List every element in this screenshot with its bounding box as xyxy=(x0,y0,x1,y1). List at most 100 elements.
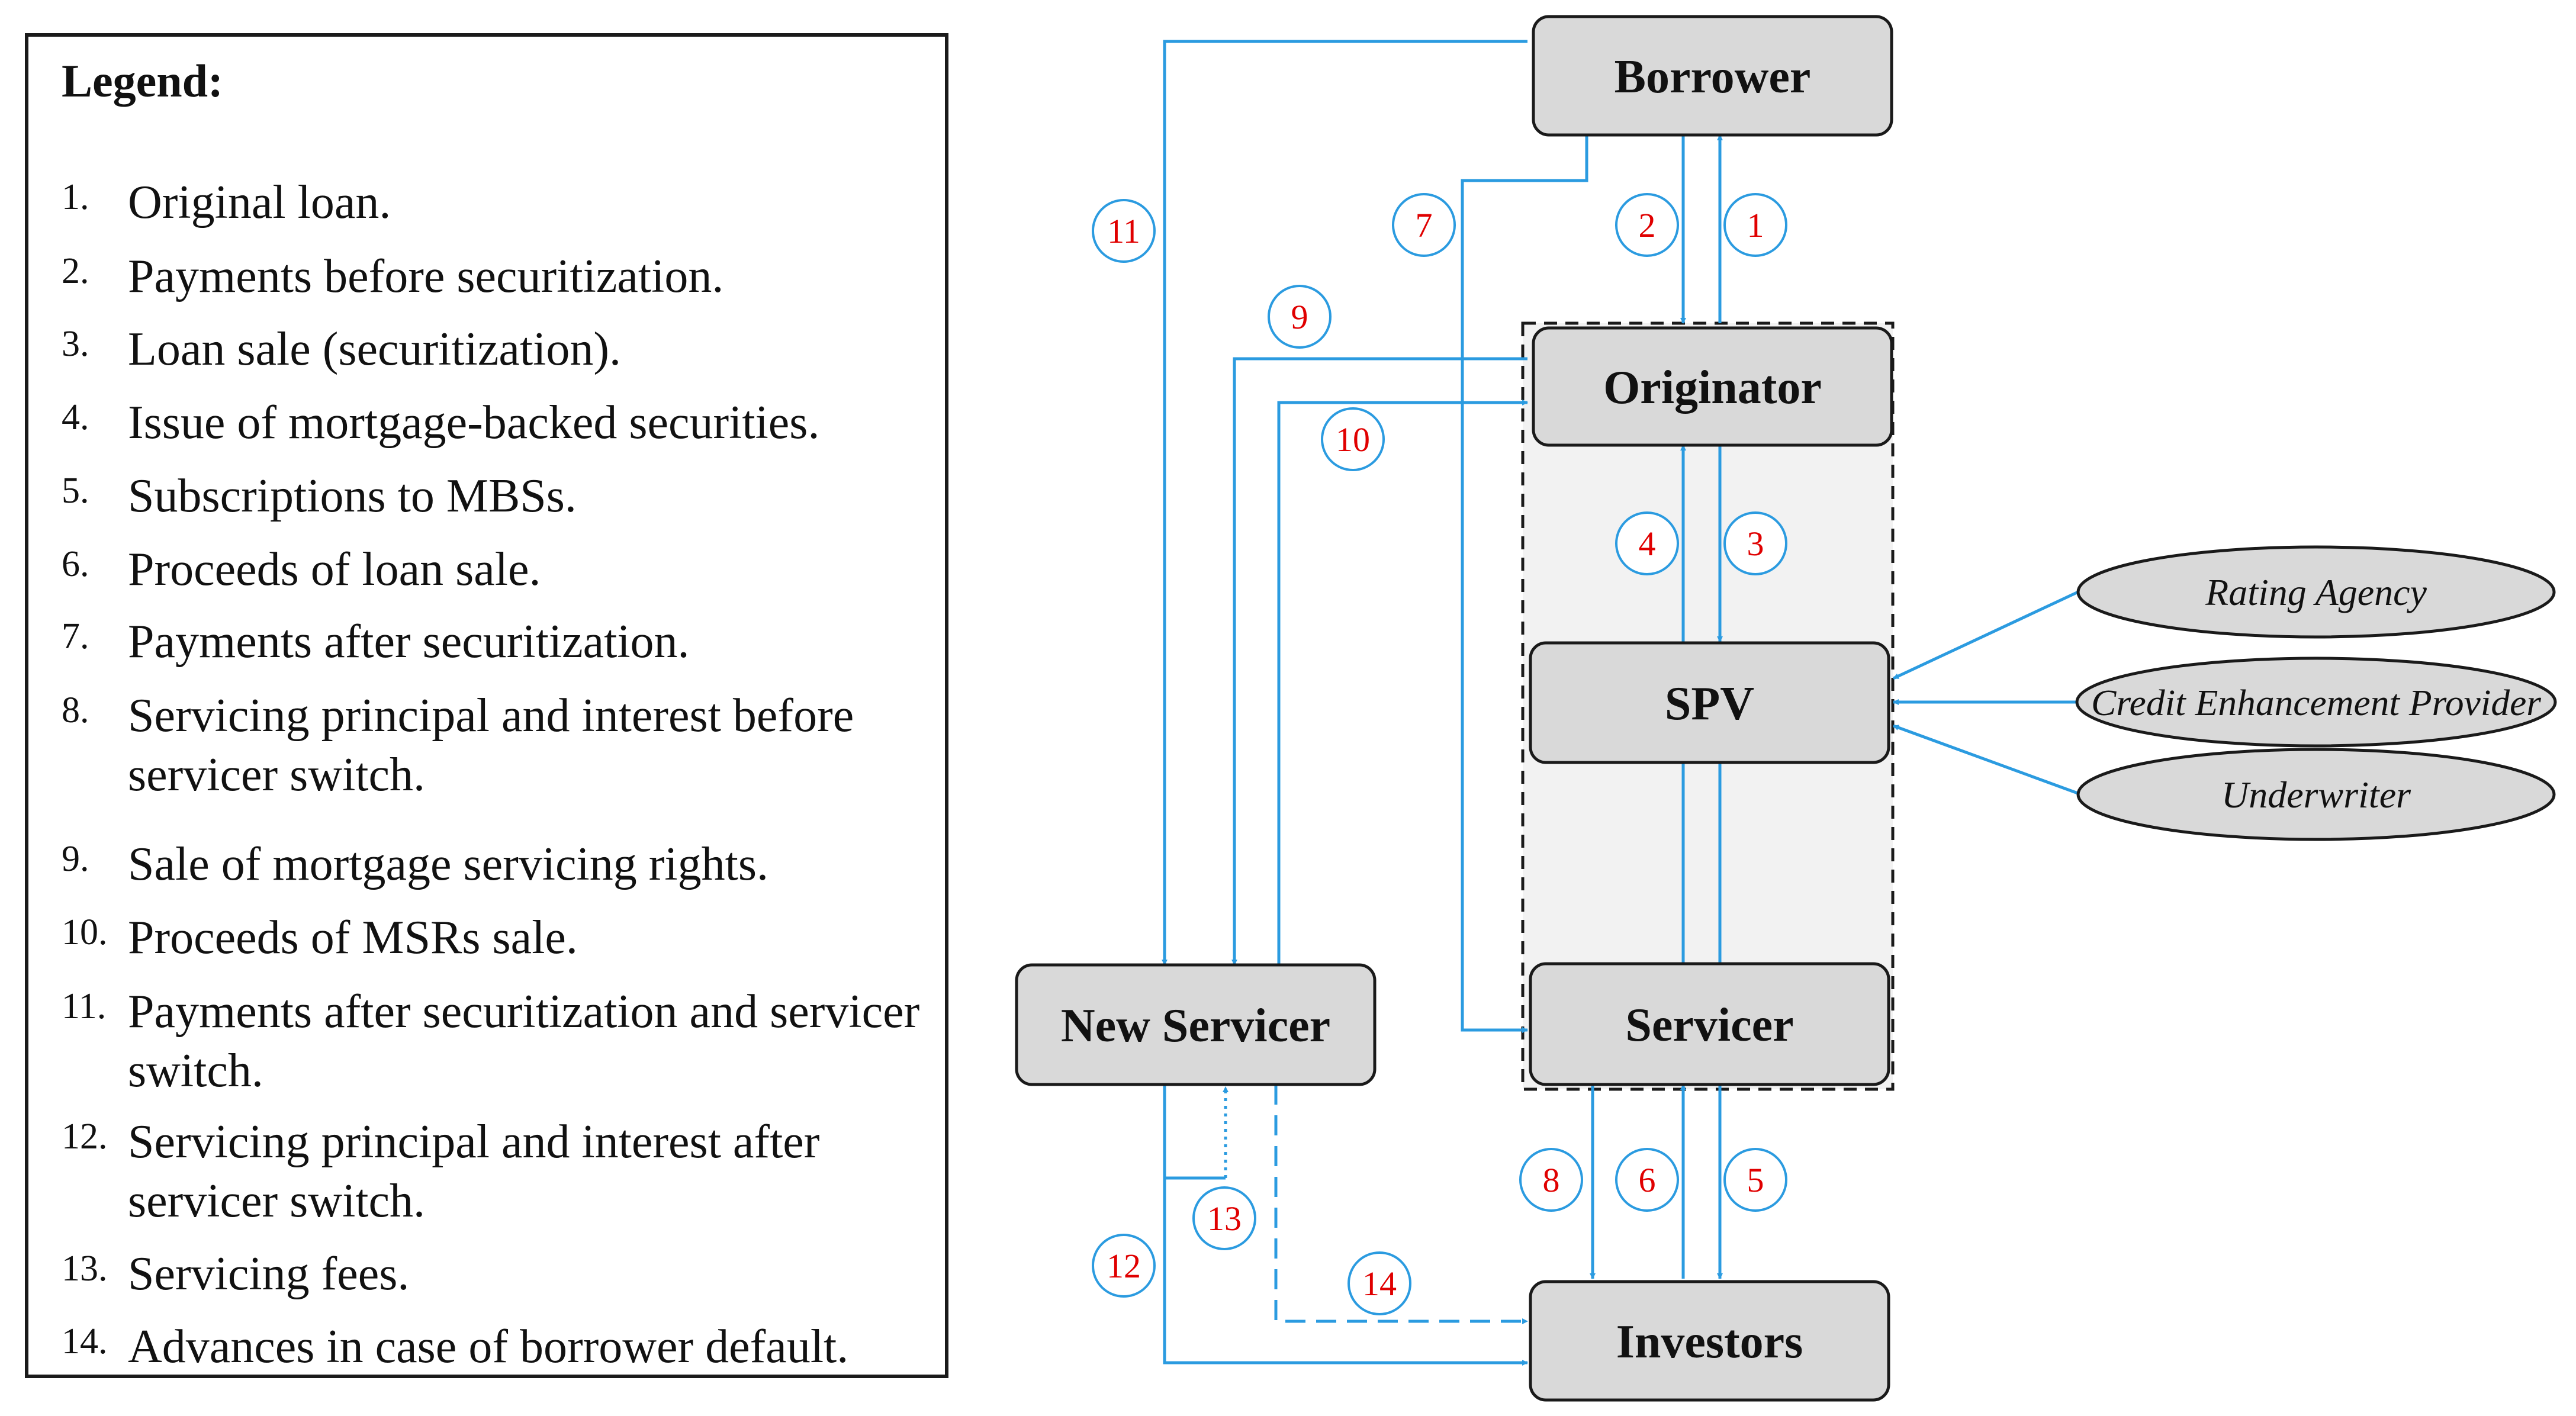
underwriter-node: Underwriter xyxy=(2076,748,2556,841)
spv-node: SPV xyxy=(1529,641,1890,764)
new-servicer-node: New Servicer xyxy=(1015,963,1377,1086)
legend-item-number: 11. xyxy=(62,986,107,1026)
flow-label-2: 2 xyxy=(1615,193,1679,257)
flow-label-1: 1 xyxy=(1723,193,1787,257)
flow-label-10: 10 xyxy=(1321,407,1385,471)
flow-label-number: 12 xyxy=(1107,1247,1141,1285)
legend-item-number: 5. xyxy=(62,471,89,511)
flow-label-number: 6 xyxy=(1639,1161,1656,1199)
legend-item-text: Advances in case of borrower default. xyxy=(128,1321,849,1373)
flow-label-circle xyxy=(1723,193,1787,257)
servicer-node-label: Servicer xyxy=(1625,999,1793,1051)
legend-item-text: Subscriptions to MBSs. xyxy=(128,470,577,522)
borrower-node-label: Borrower xyxy=(1615,51,1811,103)
legend-item-number: 2. xyxy=(62,251,89,291)
flow-label-5: 5 xyxy=(1723,1148,1787,1212)
rating-agency-node-label: Rating Agency xyxy=(2205,571,2427,613)
flow-label-circle xyxy=(1723,1148,1787,1212)
flow-label-8: 8 xyxy=(1519,1148,1583,1212)
spv-node-label: SPV xyxy=(1665,678,1754,730)
legend-item-text: Payments after securitization. xyxy=(128,616,690,668)
borrower-node: Borrower xyxy=(1532,15,1893,137)
new-servicer-node-label: New Servicer xyxy=(1061,1000,1330,1052)
legend-item-number: 10. xyxy=(62,912,108,952)
arrow-rating-agency-spv xyxy=(1892,590,2079,680)
flow-label-number: 8 xyxy=(1543,1161,1560,1199)
legend-item-text: Proceeds of loan sale. xyxy=(128,543,541,596)
flow-label-number: 7 xyxy=(1416,206,1433,244)
arrow-payments-after-switch xyxy=(1162,40,1527,966)
nodes: BorrowerOriginatorSPVServicerInvestorsNe… xyxy=(1015,15,2557,1402)
flow-label-7: 7 xyxy=(1392,193,1456,257)
flow-label-circle xyxy=(1192,1186,1256,1250)
flow-label-11: 11 xyxy=(1092,199,1156,263)
underwriter-node-label: Underwriter xyxy=(2221,774,2411,816)
legend-item-number: 14. xyxy=(62,1321,108,1362)
arrow-sale-msr xyxy=(1231,357,1527,966)
arrow-proceeds-msr xyxy=(1277,400,1528,965)
flow-label-circle xyxy=(1092,199,1156,263)
legend-item-number: 13. xyxy=(62,1248,108,1289)
legend-item-number: 8. xyxy=(62,690,89,730)
legend-item-number: 6. xyxy=(62,544,89,584)
flow-label-circle xyxy=(1321,407,1385,471)
flow-label-number: 2 xyxy=(1639,206,1656,244)
legend-item-number: 4. xyxy=(62,397,89,437)
borrower-node-box xyxy=(1532,15,1893,137)
servicer-node-box xyxy=(1529,962,1890,1086)
originator-node-label: Originator xyxy=(1603,362,1822,414)
legend-item-text: Loan sale (securitization). xyxy=(128,323,621,375)
flow-label-number: 10 xyxy=(1336,420,1370,459)
legend-title: Legend: xyxy=(62,55,223,107)
legend-item-text: Proceeds of MSRs sale. xyxy=(128,912,578,964)
credit-enhancement-provider-node-label: Credit Enhancement Provider xyxy=(2091,683,2542,723)
connectors xyxy=(1162,40,2082,1366)
flow-label-circle xyxy=(1723,511,1787,575)
flow-label-number: 3 xyxy=(1747,524,1764,563)
rating-agency-node-ellipse xyxy=(2076,545,2556,639)
flow-label-circle xyxy=(1615,1148,1679,1212)
flow-label-circle xyxy=(1519,1148,1583,1212)
legend-item-text: Issue of mortgage-backed securities. xyxy=(128,397,820,449)
legend-item-number: 7. xyxy=(62,616,89,656)
originator-node-box xyxy=(1532,326,1893,447)
flow-label-circle xyxy=(1268,285,1332,349)
flow-label-4: 4 xyxy=(1615,511,1679,575)
arrow-payments-after-securitization xyxy=(1461,135,1588,1033)
flow-label-number: 1 xyxy=(1747,206,1764,244)
flow-label-number: 14 xyxy=(1362,1264,1397,1303)
legend-item-text: Payments after securitization and servic… xyxy=(128,986,920,1097)
flow-label-13: 13 xyxy=(1192,1186,1256,1250)
legend-item-number: 12. xyxy=(62,1116,108,1157)
flow-label-circle xyxy=(1392,193,1456,257)
flow-label-circle xyxy=(1348,1251,1411,1315)
flow-label-circle xyxy=(1615,193,1679,257)
legend-box: Legend: 1.Original loan.2.Payments befor… xyxy=(25,33,948,1378)
credit-enhancement-provider-node: Credit Enhancement Provider xyxy=(2075,656,2557,748)
legend-item-text: Servicing principal and interest after s… xyxy=(128,1116,820,1227)
servicer-node: Servicer xyxy=(1529,962,1890,1086)
originator-node: Originator xyxy=(1532,326,1893,447)
flow-label-9: 9 xyxy=(1268,285,1332,349)
flow-label-12: 12 xyxy=(1092,1234,1156,1298)
credit-enhancement-provider-node-ellipse xyxy=(2075,656,2557,748)
investors-node-box xyxy=(1529,1280,1890,1402)
legend-item-text: Sale of mortgage servicing rights. xyxy=(128,838,768,890)
legend-item-text: Servicing principal and interest before … xyxy=(128,690,854,801)
legend-item-number: 3. xyxy=(62,324,89,364)
flow-label-number: 9 xyxy=(1291,298,1308,336)
flow-label-number: 5 xyxy=(1747,1161,1764,1199)
arrow-underwriter-spv xyxy=(1893,724,2082,796)
flow-label-14: 14 xyxy=(1348,1251,1411,1315)
legend-item-text: Original loan. xyxy=(128,176,391,229)
flow-label-number: 13 xyxy=(1207,1199,1242,1238)
flow-label-number: 11 xyxy=(1107,212,1140,250)
arrow-advances-borrower-default xyxy=(1274,1084,1528,1324)
flow-label-3: 3 xyxy=(1723,511,1787,575)
flow-label-circle xyxy=(1092,1234,1156,1298)
legend-item-number: 9. xyxy=(62,839,89,879)
underwriter-node-ellipse xyxy=(2076,748,2556,841)
